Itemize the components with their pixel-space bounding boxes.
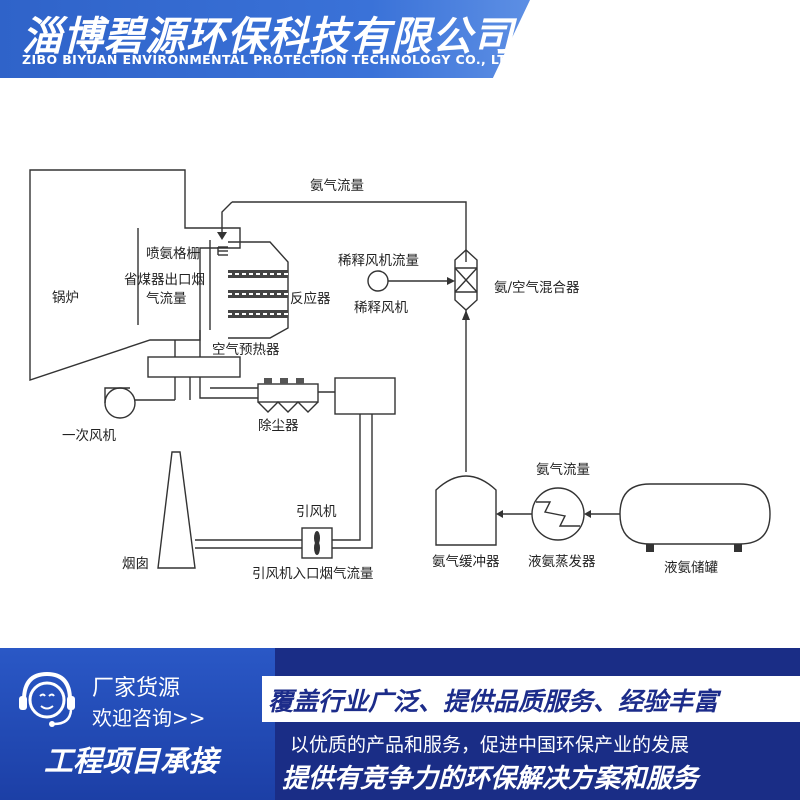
label-dust-collector: 除尘器 (258, 418, 299, 434)
ammonia-grid-icon (217, 246, 228, 256)
footer-banner: 厂家货源 欢迎咨询>> 工程项目承接 覆盖行业广泛、提供品质服务、经验丰富 以优… (0, 648, 800, 800)
contact-line-1: 厂家货源 (92, 676, 181, 701)
label-boiler: 锅炉 (52, 290, 79, 306)
label-ammonia-grid: 喷氨格栅 (146, 246, 200, 262)
tagline-2: 提供有竞争力的环保解决方案和服务 (282, 764, 699, 794)
label-reactor: 反应器 (290, 290, 331, 307)
label-mixer: 氨/空气混合器 (494, 280, 580, 296)
economizer-duct (137, 228, 211, 330)
process-diagram-svg: 锅炉 喷氨格栅 省煤器出口烟 气流量 反应器 空气预热器 一次风机 除尘器 氨气… (29, 169, 771, 582)
slogan-box (262, 676, 800, 722)
duct-to-chimney (195, 539, 302, 549)
label-economizer-flow: 省煤器出口烟 (124, 272, 205, 288)
arrow-to-buffer (496, 510, 503, 518)
arrow-to-grid (217, 232, 227, 240)
label-dilution-fan: 稀释风机 (354, 300, 408, 316)
label-induced-fan-inlet-flow: 引风机入口烟气流量 (252, 566, 374, 582)
label-economizer-flow-2: 气流量 (146, 291, 187, 307)
arrow-to-mixer (462, 310, 470, 320)
tank-leg-left (646, 544, 654, 552)
tagline-1: 以优质的产品和服务，促进中国环保产业的发展 (290, 734, 690, 756)
label-air-preheater: 空气预热器 (212, 342, 280, 358)
contact-line-2[interactable]: 欢迎咨询>> (92, 706, 206, 730)
air-preheater-shape (147, 356, 241, 378)
company-name: 淄博碧源环保科技有限公司 (22, 14, 514, 60)
catalyst-layers (228, 270, 288, 318)
header-band (0, 0, 530, 78)
label-induced-fan: 引风机 (296, 504, 337, 520)
primary-fan-icon (104, 387, 175, 419)
duct-to-fan (332, 414, 373, 549)
label-evaporator: 液氨蒸发器 (528, 554, 596, 570)
slogan-text: 覆盖行业广泛、提供品质服务、经验丰富 (268, 687, 719, 716)
tank-leg-right (734, 544, 742, 552)
project-heading: 工程项目承接 (43, 744, 218, 778)
flue-duct (199, 377, 258, 399)
label-primary-fan: 一次风机 (62, 428, 116, 444)
ammonia-feed-bend (221, 201, 233, 232)
heat-exchanger-icon (531, 487, 585, 541)
chimney-shape (157, 451, 196, 569)
ammonia-feed-line (232, 201, 467, 262)
label-dilution-fan-flow: 稀释风机流量 (338, 253, 419, 269)
mixer-icon (454, 249, 478, 311)
desulfurization-box (334, 377, 396, 415)
dilution-fan-icon (367, 270, 455, 292)
label-ammonia-buffer: 氨气缓冲器 (432, 554, 500, 570)
boiler-shape (29, 169, 241, 381)
induced-fan-icon (301, 527, 333, 559)
label-storage-tank: 液氨储罐 (664, 560, 718, 576)
label-ammonia-flow-right: 氨气流量 (536, 462, 590, 478)
process-diagram: 锅炉 喷氨格栅 省煤器出口烟 气流量 反应器 空气预热器 一次风机 除尘器 氨气… (0, 80, 800, 640)
label-chimney: 烟囱 (122, 556, 149, 572)
air-preheater-ducts (174, 330, 201, 400)
headset-agent-icon (19, 671, 75, 727)
label-ammonia-flow-top: 氨气流量 (310, 178, 364, 194)
ammonia-buffer-shape (435, 475, 497, 546)
arrow-to-evaporator (584, 510, 591, 518)
dust-collector-icon (257, 378, 319, 413)
company-name-en: ZIBO BIYUAN ENVIRONMENTAL PROTECTION TEC… (22, 52, 523, 67)
header: 淄博碧源环保科技有限公司 ZIBO BIYUAN ENVIRONMENTAL P… (0, 0, 800, 80)
storage-tank-shape (619, 483, 771, 545)
